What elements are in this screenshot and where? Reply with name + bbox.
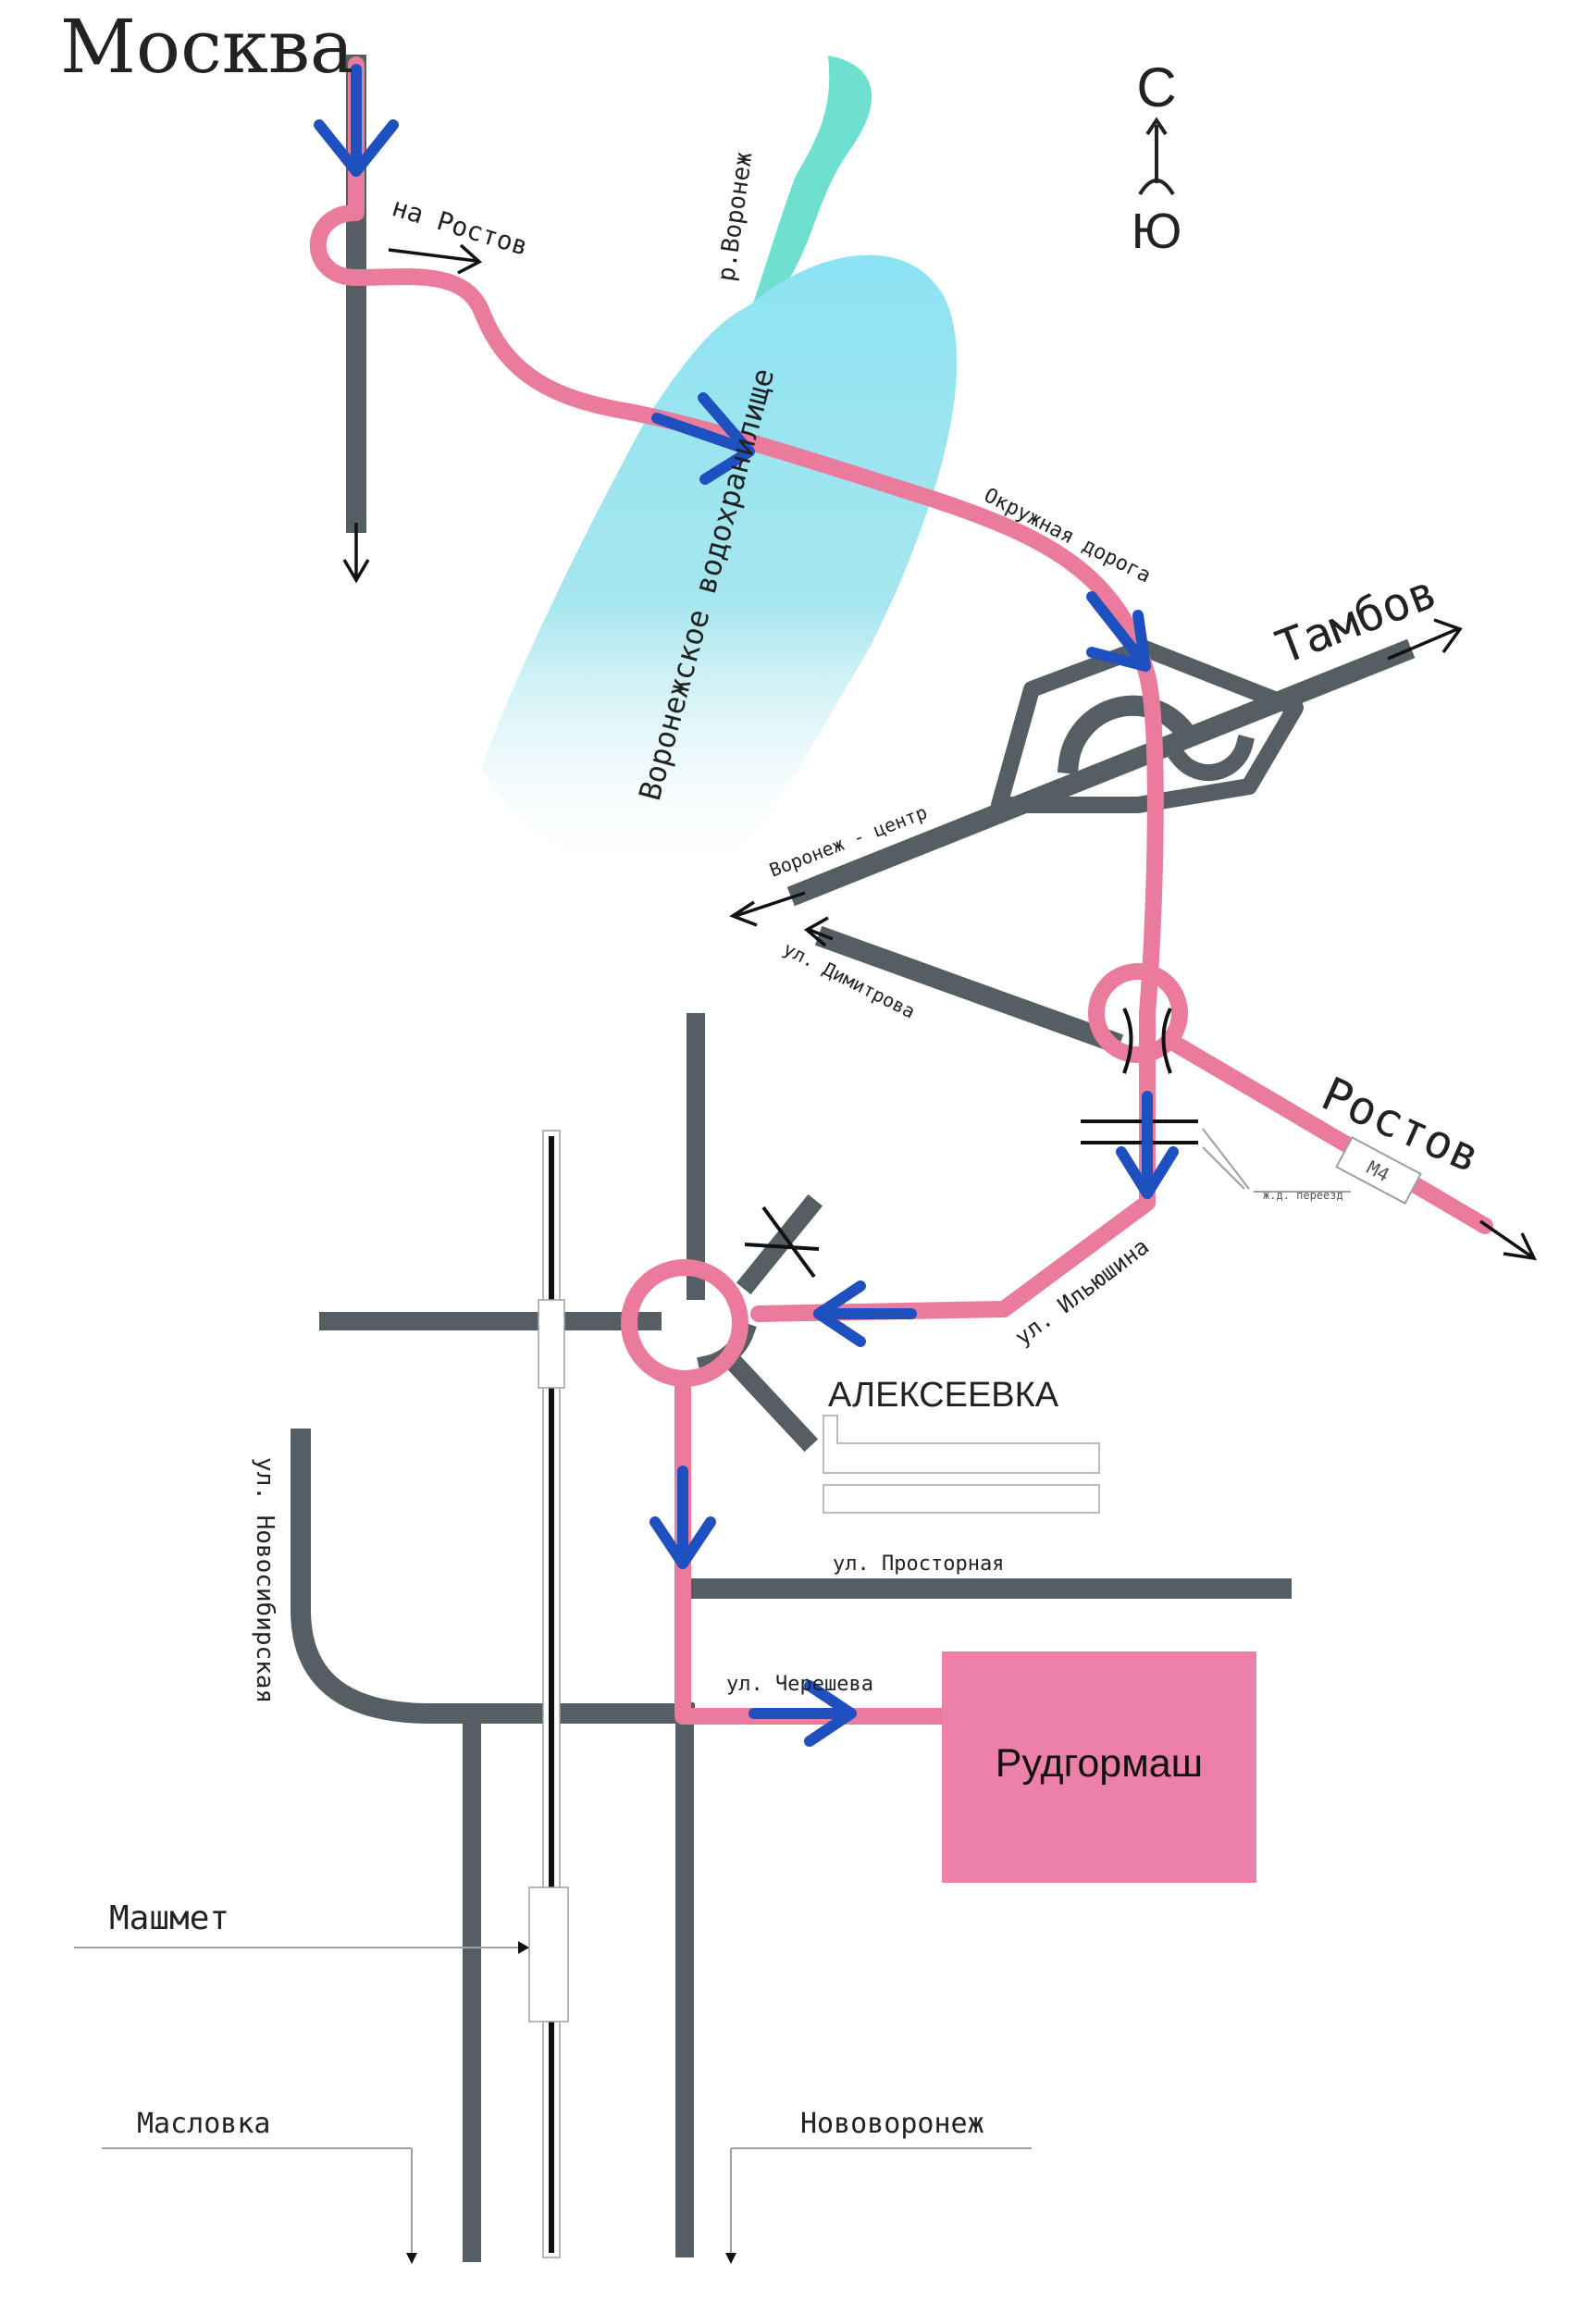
label-maslovka: Масловка	[137, 2108, 271, 2140]
alekseevka-buildings	[823, 1415, 1100, 1514]
arrow-tambov	[1387, 618, 1463, 661]
bridge-marks	[1081, 1008, 1198, 1144]
railway	[528, 1130, 569, 2258]
city-moskva: Москва	[60, 4, 354, 90]
leader-lines	[74, 1128, 1351, 2257]
city-tambov: Тамбов	[1269, 564, 1444, 674]
blue-arrow-ring-road	[1086, 591, 1151, 672]
label-river-voronezh: р.Воронеж	[712, 150, 758, 283]
route-direction-arrows	[314, 64, 1179, 1747]
arrow-dimitrova	[803, 916, 834, 947]
compass-south: Ю	[1132, 204, 1182, 259]
blue-arrow-right-chertsheva	[749, 1680, 857, 1747]
compass: С Ю	[1132, 56, 1182, 259]
route	[309, 56, 1493, 1725]
arrow-rostov	[1479, 1219, 1538, 1261]
voronezh-reservoir	[481, 254, 958, 889]
label-novosibirskaya: ул. Новосибирская	[251, 1457, 278, 1703]
m4-sign: М4	[1335, 1136, 1422, 1205]
label-chertsheva: ул. Черешева	[726, 1673, 873, 1696]
label-ring-road: Окружная дорога	[980, 484, 1154, 588]
river-voronezh	[749, 56, 872, 315]
label-rail-crossing: ж.д. переезд	[1263, 1189, 1343, 1202]
label-novovoronezh: Нововоронеж	[800, 2108, 984, 2140]
arrow-south-moskva-road	[342, 523, 370, 584]
blue-arrow-down-moskva	[314, 64, 399, 177]
blue-arrow-down-alekseevka	[650, 1466, 716, 1569]
label-alekseevka: АЛЕКСЕЕВКА	[828, 1376, 1059, 1415]
arrow-voronezh-center	[729, 891, 806, 927]
thin-arrows	[342, 243, 1538, 1261]
leader-tips	[406, 1941, 736, 2264]
blue-arrow-left-ilyushina	[813, 1280, 917, 1347]
rudgormash-block[interactable]: Рудгормаш	[942, 1651, 1256, 1883]
label-prostornaya: ул. Просторная	[833, 1552, 1004, 1576]
closed-road-cross	[744, 1206, 820, 1279]
arrow-na-rostov	[388, 243, 483, 275]
blue-arrow-down-ilyushina	[1116, 1091, 1179, 1199]
blue-arrow-reservoir	[651, 392, 755, 485]
compass-north: С	[1136, 56, 1176, 118]
label-mashmet: Машмет	[109, 1899, 229, 1937]
rudgormash-label: Рудгормаш	[996, 1741, 1203, 1786]
